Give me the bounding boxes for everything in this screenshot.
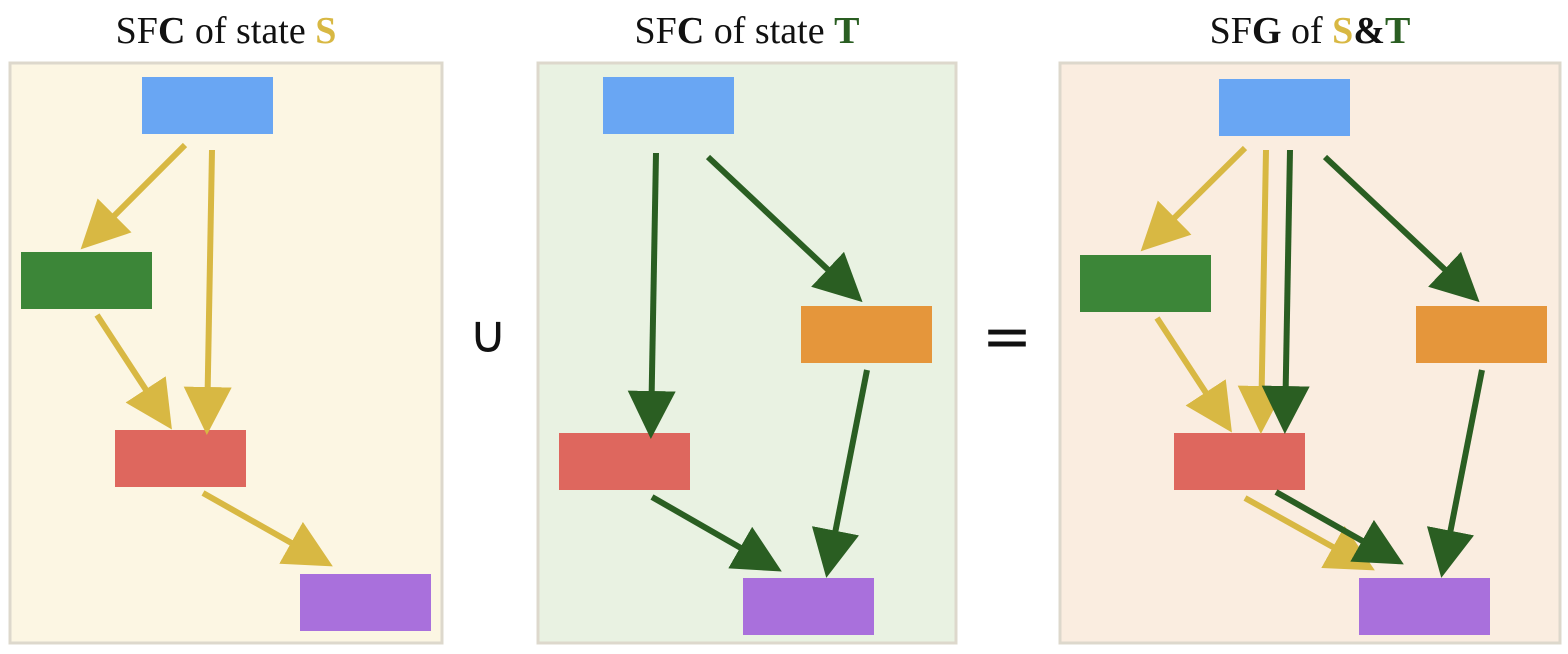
node-orange: [1416, 306, 1547, 363]
node-red: [559, 433, 690, 490]
edge-st-t-orange-purple: [1426, 369, 1485, 578]
edge-s-red-purple: [201, 490, 333, 567]
node-purple: [743, 578, 874, 635]
edge-st-s-green-red: [1154, 316, 1232, 433]
node-green: [21, 252, 152, 309]
edge-st-s-blue-green: [1140, 145, 1248, 252]
edge-t-red-purple: [650, 494, 782, 572]
panel-state-s: [8, 61, 444, 645]
node-blue: [1219, 79, 1350, 136]
union-operator: ∪: [468, 305, 508, 365]
title-sfg-s-and-t: SFG of S&T: [1060, 6, 1560, 56]
edge-s-blue-green: [80, 142, 188, 250]
edge-t-orange-purple: [811, 369, 870, 578]
title-middle: of state: [185, 10, 316, 52]
state-t-label: T: [834, 10, 860, 52]
edge-st-t-red-purple: [1274, 489, 1404, 565]
title-bold-letter: G: [1251, 10, 1282, 52]
edge-st-t-blue-orange: [1322, 154, 1480, 303]
edge-st-s-red-purple: [1243, 495, 1375, 571]
equals-operator: =: [981, 302, 1033, 372]
state-t-label: T: [1384, 10, 1411, 52]
edge-s-blue-red: [183, 149, 232, 435]
edge-s-green-red: [94, 313, 172, 430]
edge-st-s-blue-red: [1237, 149, 1286, 434]
edge-t-blue-red: [627, 152, 676, 439]
node-blue: [603, 77, 734, 134]
title-bold-letter: C: [676, 10, 705, 52]
state-s-label: S: [315, 10, 337, 52]
title-prefix: SF: [1209, 10, 1252, 52]
title-middle: of state: [704, 10, 835, 52]
ampersand: &: [1353, 10, 1385, 52]
node-purple: [1359, 578, 1490, 635]
node-red: [1174, 433, 1305, 490]
node-green: [1080, 255, 1211, 312]
node-purple: [300, 574, 431, 631]
node-red: [115, 430, 246, 487]
title-bold-letter: C: [157, 10, 186, 52]
title-middle: of: [1281, 10, 1333, 52]
title-prefix: SF: [634, 10, 677, 52]
node-orange: [801, 306, 932, 363]
title-prefix: SF: [115, 10, 158, 52]
title-sfc-state-t: SFC of state T: [538, 6, 956, 56]
node-blue: [142, 77, 273, 134]
state-s-label: S: [1332, 10, 1354, 52]
title-sfc-state-s: SFC of state S: [10, 6, 442, 56]
edge-t-blue-orange: [705, 154, 863, 303]
edge-st-t-blue-red: [1261, 149, 1310, 434]
